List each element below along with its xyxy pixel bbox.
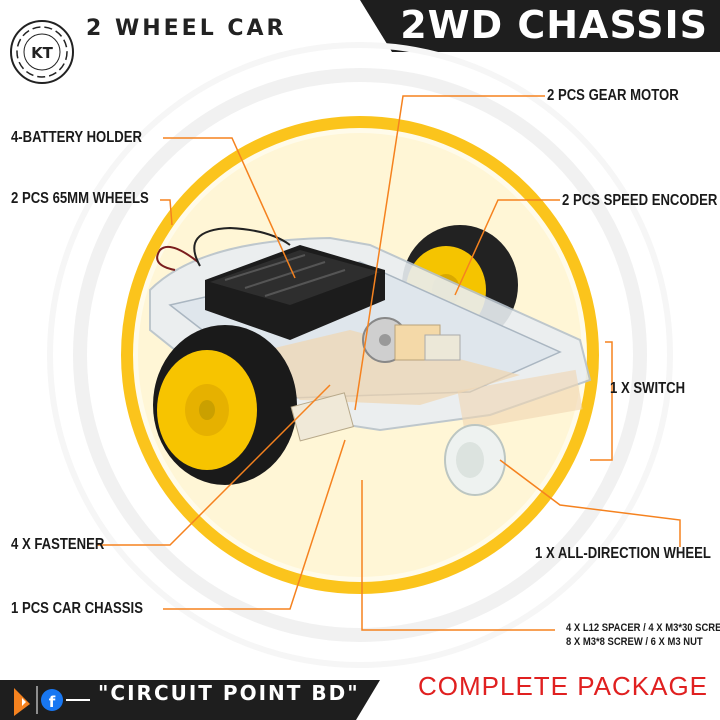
label-switch: 1 X SWITCH: [610, 380, 686, 397]
brand-name: "CIRCUIT POINT BD": [98, 681, 360, 705]
kt-logo-icon: KT: [10, 20, 74, 84]
logo-text: KT: [31, 44, 54, 62]
spec-line-1: 4 X L12 SPACER / 4 X M3*30 SCREW: [566, 622, 720, 634]
footer-bar: f: [0, 680, 380, 720]
label-gear-motor: 2 PCS GEAR MOTOR: [547, 87, 679, 104]
battery-holder: [156, 226, 385, 340]
label-speed-encoder: 2 PCS SPEED ENCODER: [562, 192, 718, 209]
header-title: 2WD CHASSIS: [400, 3, 708, 47]
header-subtitle: 2 WHEEL CAR: [86, 16, 287, 41]
label-battery-holder: 4-BATTERY HOLDER: [11, 129, 142, 146]
front-motor: [290, 392, 354, 442]
leader-lines: [96, 95, 681, 631]
brand-mark-icon: [14, 688, 30, 716]
spec-line-2: 8 X M3*8 SCREW / 6 X M3 NUT: [566, 636, 703, 648]
svg-text:f: f: [49, 693, 56, 711]
label-all-direction-wheel: 1 X ALL-DIRECTION WHEEL: [535, 545, 711, 562]
speed-encoder: [362, 317, 461, 363]
facebook-icon: f: [41, 689, 63, 711]
label-fastener: 4 X FASTENER: [11, 536, 105, 553]
header-bar: [360, 0, 720, 52]
front-wheel: [153, 325, 297, 485]
label-car-chassis: 1 PCS CAR CHASSIS: [11, 600, 143, 617]
spec-list: 4 X L12 SPACER / 4 X M3*30 SCREW 8 X M3*…: [566, 621, 720, 649]
caster-wheel: [444, 424, 506, 496]
label-wheels: 2 PCS 65MM WHEELS: [11, 190, 149, 207]
tagline: COMPLETE PACKAGE: [418, 671, 709, 701]
